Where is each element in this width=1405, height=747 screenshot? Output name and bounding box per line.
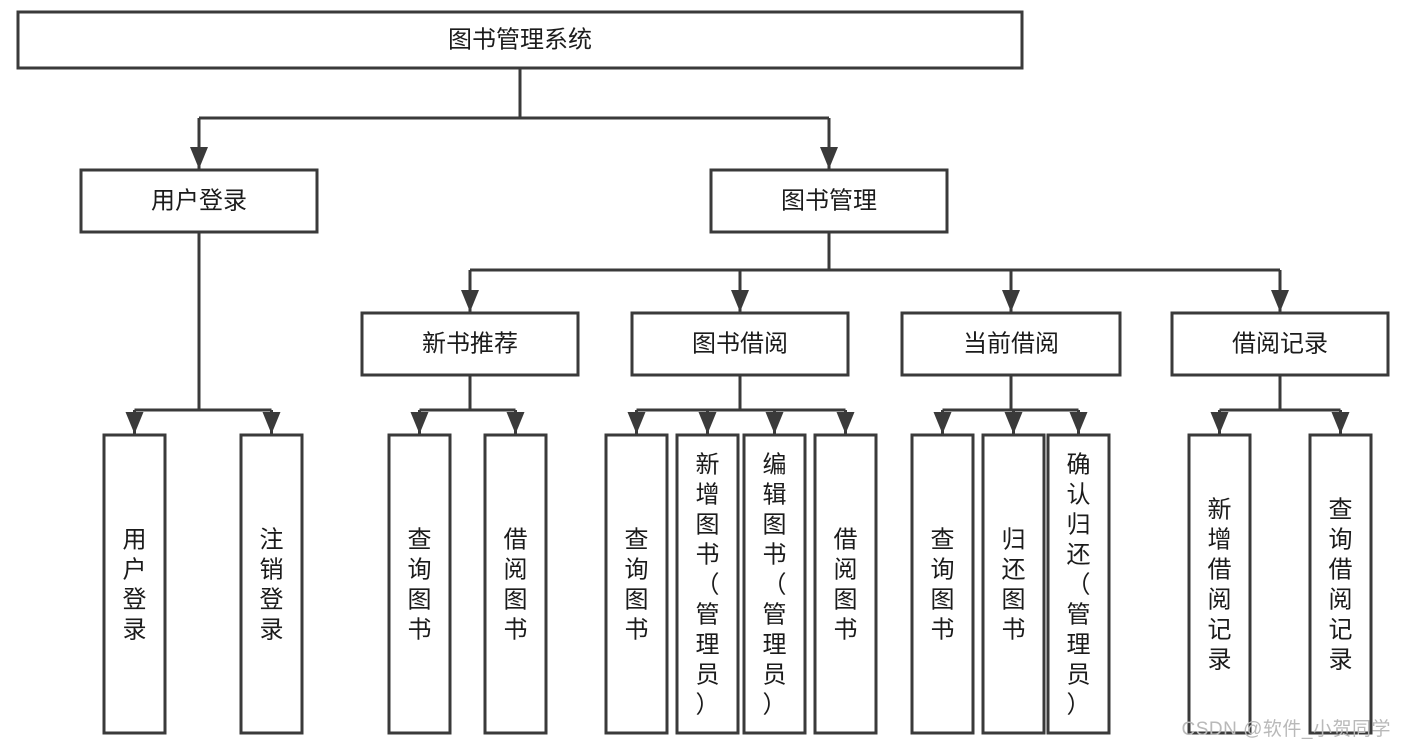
node-label: 图书管理系统 <box>448 26 592 53</box>
node-box[interactable] <box>675 433 740 735</box>
arrow-head-icon <box>1069 412 1088 434</box>
arrow-head-icon <box>262 412 281 434</box>
arrow-head-icon <box>506 412 525 434</box>
node-label: 借阅图书 <box>504 526 528 643</box>
arrow-head-icon <box>765 412 784 434</box>
arrow-head-icon <box>461 290 479 312</box>
node-box[interactable] <box>16 10 1024 70</box>
node-level3-1[interactable]: 图书借阅 <box>630 311 850 377</box>
node-label: 确认归还（管理员） <box>1067 451 1091 718</box>
node-box[interactable] <box>79 168 319 234</box>
node-box[interactable] <box>742 433 807 735</box>
node-box[interactable] <box>604 433 669 735</box>
node-label: 用户登录 <box>151 187 247 214</box>
node-box[interactable] <box>813 433 878 735</box>
node-label: 图书管理 <box>781 187 877 214</box>
node-label: 查询图书 <box>408 526 432 643</box>
node-leaf-11[interactable]: 新增借阅记录 <box>1187 433 1252 735</box>
node-box[interactable] <box>900 311 1122 377</box>
node-level2-1[interactable]: 图书管理 <box>709 168 949 234</box>
node-box[interactable] <box>630 311 850 377</box>
node-level2-0[interactable]: 用户登录 <box>79 168 319 234</box>
arrow-head-icon <box>1002 290 1020 312</box>
arrow-head-icon <box>698 412 717 434</box>
node-box[interactable] <box>102 433 167 735</box>
node-box[interactable] <box>1308 433 1373 735</box>
arrow-head-icon <box>1004 412 1023 434</box>
arrow-head-icon <box>1210 412 1229 434</box>
arrow-head-icon <box>933 412 952 434</box>
node-label: 归还图书 <box>1002 526 1026 643</box>
node-leaf-9[interactable]: 归还图书 <box>981 433 1046 735</box>
node-label: 新增图书（管理员） <box>696 451 720 718</box>
node-label: 编辑图书（管理员） <box>763 451 787 718</box>
node-root[interactable]: 图书管理系统 <box>16 10 1024 70</box>
arrow-head-icon <box>627 412 646 434</box>
node-box[interactable] <box>981 433 1046 735</box>
node-leaf-4[interactable]: 查询图书 <box>604 433 669 735</box>
node-box[interactable] <box>387 433 452 735</box>
arrow-head-icon <box>190 147 208 169</box>
arrow-head-icon <box>410 412 429 434</box>
node-box[interactable] <box>1046 433 1111 735</box>
arrow-head-icon <box>836 412 855 434</box>
node-leaf-8[interactable]: 查询图书 <box>910 433 975 735</box>
node-box[interactable] <box>910 433 975 735</box>
node-label: 查询图书 <box>625 526 649 643</box>
node-leaf-10[interactable]: 确认归还（管理员） <box>1046 433 1111 735</box>
node-level3-0[interactable]: 新书推荐 <box>360 311 580 377</box>
node-label: 查询图书 <box>931 526 955 643</box>
node-label: 新书推荐 <box>422 330 518 357</box>
node-leaf-1[interactable]: 注销登录 <box>239 433 304 735</box>
node-label: 用户登录 <box>123 526 147 643</box>
node-layer: 图书管理系统用户登录图书管理新书推荐图书借阅当前借阅借阅记录用户登录注销登录查询… <box>16 10 1390 735</box>
node-leaf-6[interactable]: 编辑图书（管理员） <box>742 433 807 735</box>
arrow-head-icon <box>820 147 838 169</box>
node-leaf-0[interactable]: 用户登录 <box>102 433 167 735</box>
arrow-head-icon <box>731 290 749 312</box>
arrow-head-icon <box>1331 412 1350 434</box>
node-box[interactable] <box>360 311 580 377</box>
node-label: 借阅记录 <box>1232 330 1328 357</box>
node-box[interactable] <box>1187 433 1252 735</box>
node-level3-3[interactable]: 借阅记录 <box>1170 311 1390 377</box>
node-label: 查询借阅记录 <box>1329 496 1353 673</box>
node-leaf-3[interactable]: 借阅图书 <box>483 433 548 735</box>
node-box[interactable] <box>1170 311 1390 377</box>
node-label: 图书借阅 <box>692 330 788 357</box>
connector-layer <box>125 68 1350 434</box>
watermark-text: CSDN @软件_小贺同学 <box>1181 719 1391 740</box>
node-box[interactable] <box>709 168 949 234</box>
node-box[interactable] <box>239 433 304 735</box>
node-label: 借阅图书 <box>834 526 858 643</box>
arrow-head-icon <box>125 412 144 434</box>
node-level3-2[interactable]: 当前借阅 <box>900 311 1122 377</box>
node-label: 当前借阅 <box>963 330 1059 357</box>
node-label: 新增借阅记录 <box>1208 496 1232 673</box>
node-leaf-5[interactable]: 新增图书（管理员） <box>675 433 740 735</box>
node-leaf-12[interactable]: 查询借阅记录 <box>1308 433 1373 735</box>
node-leaf-7[interactable]: 借阅图书 <box>813 433 878 735</box>
node-box[interactable] <box>483 433 548 735</box>
node-leaf-2[interactable]: 查询图书 <box>387 433 452 735</box>
node-label: 注销登录 <box>260 526 284 643</box>
arrow-head-icon <box>1271 290 1289 312</box>
